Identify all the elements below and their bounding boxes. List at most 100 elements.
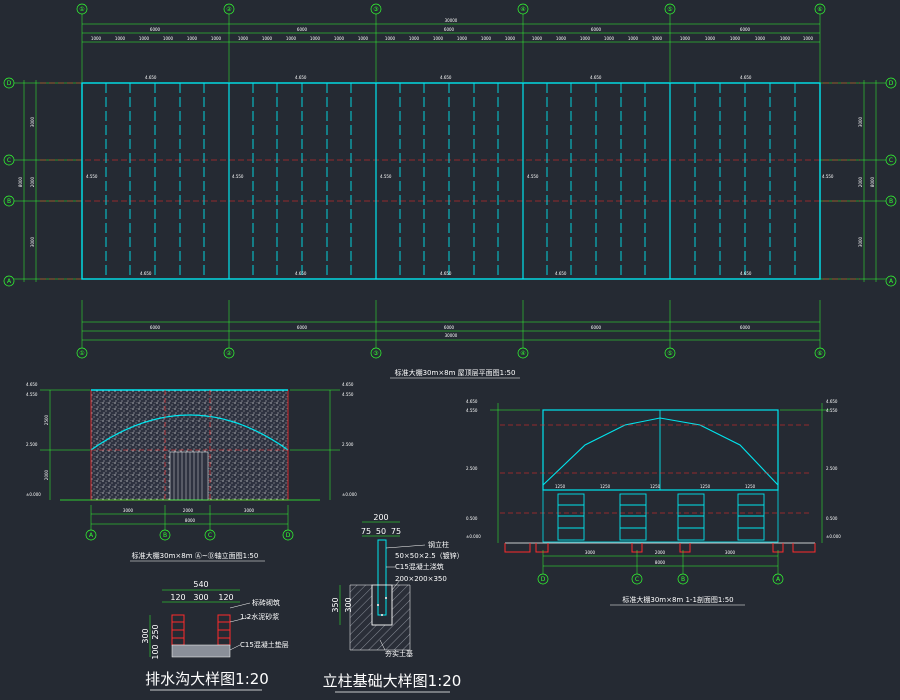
svg-text:1000: 1000 [628, 36, 639, 41]
svg-text:4.650: 4.650 [342, 382, 354, 387]
svg-text:1000: 1000 [755, 36, 766, 41]
svg-text:1000: 1000 [358, 36, 369, 41]
svg-text:B: B [163, 532, 167, 539]
svg-text:1000: 1000 [187, 36, 198, 41]
svg-text:2500: 2500 [44, 414, 49, 425]
footing-title: 立柱基础大样图1:20 [323, 672, 462, 690]
svg-text:B: B [889, 198, 893, 205]
svg-text:±0.000: ±0.000 [342, 492, 357, 497]
svg-text:标砖砌筑: 标砖砌筑 [252, 598, 280, 607]
svg-text:300: 300 [344, 597, 353, 612]
bay-dimension: 6000 [444, 27, 455, 32]
svg-text:0.500: 0.500 [826, 516, 838, 521]
svg-text:4.650: 4.650 [590, 75, 602, 80]
plan-bottom-dimensions [81, 300, 821, 348]
svg-text:540: 540 [193, 580, 208, 589]
svg-text:①: ① [79, 350, 84, 357]
plan-bottom-axes: ① ② ③ ④ ⑤ ⑥ [76, 347, 826, 359]
plan-centerlines [40, 82, 860, 280]
svg-text:4.550: 4.550 [826, 408, 838, 413]
svg-text:8000: 8000 [655, 560, 666, 565]
svg-text:4.650: 4.650 [826, 399, 838, 404]
svg-text:1000: 1000 [481, 36, 492, 41]
svg-text:1000: 1000 [334, 36, 345, 41]
axis-label: ② [226, 6, 232, 13]
svg-text:1250: 1250 [555, 484, 566, 489]
svg-text:3000: 3000 [123, 508, 134, 513]
svg-text:300: 300 [193, 593, 208, 602]
svg-text:D: D [7, 80, 12, 87]
svg-text:钢立柱: 钢立柱 [428, 540, 449, 549]
svg-text:3000: 3000 [30, 236, 35, 247]
svg-text:A: A [889, 278, 894, 285]
svg-text:4.650: 4.650 [26, 382, 38, 387]
svg-text:30000: 30000 [445, 333, 458, 338]
elevation-title: 标准大棚30m×8m Ⓐ~Ⓓ轴立面图1:50 [132, 551, 259, 560]
svg-text:0.500: 0.500 [466, 516, 478, 521]
elevation-a-d: 4.650 4.550 2.500 ±0.000 4.650 4.550 2.5… [26, 382, 357, 562]
svg-text:4.550: 4.550 [342, 392, 354, 397]
svg-text:1:2水泥砂浆: 1:2水泥砂浆 [240, 612, 279, 621]
svg-text:1000: 1000 [604, 36, 615, 41]
svg-text:4.550: 4.550 [232, 174, 244, 179]
svg-text:±0.000: ±0.000 [466, 534, 481, 539]
svg-text:1000: 1000 [310, 36, 321, 41]
svg-text:D: D [286, 532, 291, 539]
svg-text:1000: 1000 [532, 36, 543, 41]
plan-elevation-marks: 4.650 4.650 4.650 4.650 4.650 4.650 4.65… [86, 75, 834, 276]
svg-text:2.500: 2.500 [26, 442, 38, 447]
svg-text:②: ② [226, 350, 232, 357]
svg-text:③: ③ [373, 350, 378, 357]
bay-dimension: 6000 [150, 27, 161, 32]
svg-text:3000: 3000 [725, 550, 736, 555]
svg-text:4.650: 4.650 [440, 271, 452, 276]
section-bay-dims: 1250 1250 1250 1250 1250 [555, 484, 756, 489]
svg-text:2000: 2000 [44, 469, 49, 480]
overall-dimension: 30000 [445, 18, 458, 23]
svg-text:4.650: 4.650 [145, 75, 157, 80]
svg-text:1250: 1250 [700, 484, 711, 489]
svg-text:1000: 1000 [457, 36, 468, 41]
section-title: 标准大棚30m×8m 1-1剖面图1:50 [622, 595, 733, 604]
svg-text:A: A [89, 532, 94, 539]
svg-text:2000: 2000 [655, 550, 666, 555]
svg-text:1250: 1250 [600, 484, 611, 489]
door [169, 451, 209, 501]
svg-text:1000: 1000 [385, 36, 396, 41]
svg-text:D: D [541, 576, 546, 583]
axis-label: ④ [520, 6, 525, 13]
svg-text:2.500: 2.500 [466, 466, 478, 471]
roof-plan: ① ② ③ ④ ⑤ ⑥ 30000 6000 6000 6000 6000 60… [3, 3, 897, 379]
svg-text:3000: 3000 [858, 116, 863, 127]
drain-detail: 540 120 300 120 300 250 100 标砖砌筑 1:2水泥砂浆… [141, 580, 289, 691]
svg-text:3000: 3000 [244, 508, 255, 513]
drain-title: 排水沟大样图1:20 [145, 670, 269, 688]
svg-text:1250: 1250 [650, 484, 661, 489]
svg-text:1000: 1000 [409, 36, 420, 41]
axis-label: ⑤ [667, 6, 672, 13]
svg-text:6000: 6000 [444, 325, 455, 330]
svg-text:2000: 2000 [30, 176, 35, 187]
svg-text:200×200×350: 200×200×350 [395, 575, 447, 583]
svg-text:75: 75 [361, 527, 371, 536]
svg-text:3000: 3000 [858, 236, 863, 247]
svg-text:4.650: 4.650 [555, 271, 567, 276]
svg-text:4.550: 4.550 [380, 174, 392, 179]
svg-text:6000: 6000 [740, 325, 751, 330]
svg-text:1000: 1000 [780, 36, 791, 41]
svg-text:4.550: 4.550 [822, 174, 834, 179]
svg-text:200: 200 [373, 513, 388, 522]
bay-dimension: 6000 [740, 27, 751, 32]
svg-text:C15混凝土浇筑: C15混凝土浇筑 [395, 562, 444, 571]
svg-text:4.650: 4.650 [140, 271, 152, 276]
svg-text:4.550: 4.550 [466, 408, 478, 413]
svg-text:C: C [889, 157, 893, 164]
svg-text:B: B [681, 576, 685, 583]
svg-text:6000: 6000 [150, 325, 161, 330]
svg-text:1000: 1000 [115, 36, 126, 41]
svg-text:4.550: 4.550 [527, 174, 539, 179]
svg-text:1000: 1000 [238, 36, 249, 41]
plan-title: 标准大棚30m×8m 屋顶层平面图1:50 [395, 368, 516, 377]
svg-text:4.650: 4.650 [466, 399, 478, 404]
plan-top-dimensions [82, 23, 820, 43]
